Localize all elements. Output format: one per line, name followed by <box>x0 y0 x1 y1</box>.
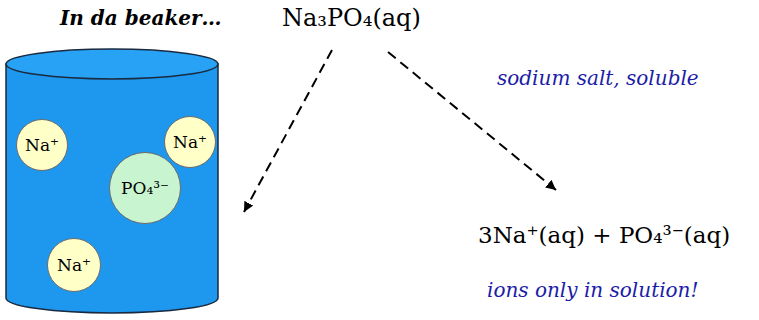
formula: Na₃PO₄(aq) <box>282 4 421 33</box>
beaker-rim <box>6 49 218 79</box>
beaker-body <box>6 64 218 313</box>
note-text: sodium salt, soluble <box>497 66 699 90</box>
note-text: ions only in solution! <box>487 278 699 302</box>
dashed-arrow <box>244 50 332 212</box>
ion-circle: PO₄³⁻ <box>109 152 181 224</box>
beaker-caption: In da beaker… <box>60 6 222 30</box>
ion-circle: Na⁺ <box>47 238 101 292</box>
ion-circle: Na⁺ <box>164 116 216 168</box>
ion-equation: 3Na⁺(aq) + PO₄³⁻(aq) <box>478 222 730 250</box>
ion-circle: Na⁺ <box>16 119 68 171</box>
ion-label: Na⁺ <box>25 137 59 154</box>
ion-label: Na⁺ <box>57 257 91 274</box>
ion-label: Na⁺ <box>173 134 207 151</box>
ion-label: PO₄³⁻ <box>121 180 169 197</box>
